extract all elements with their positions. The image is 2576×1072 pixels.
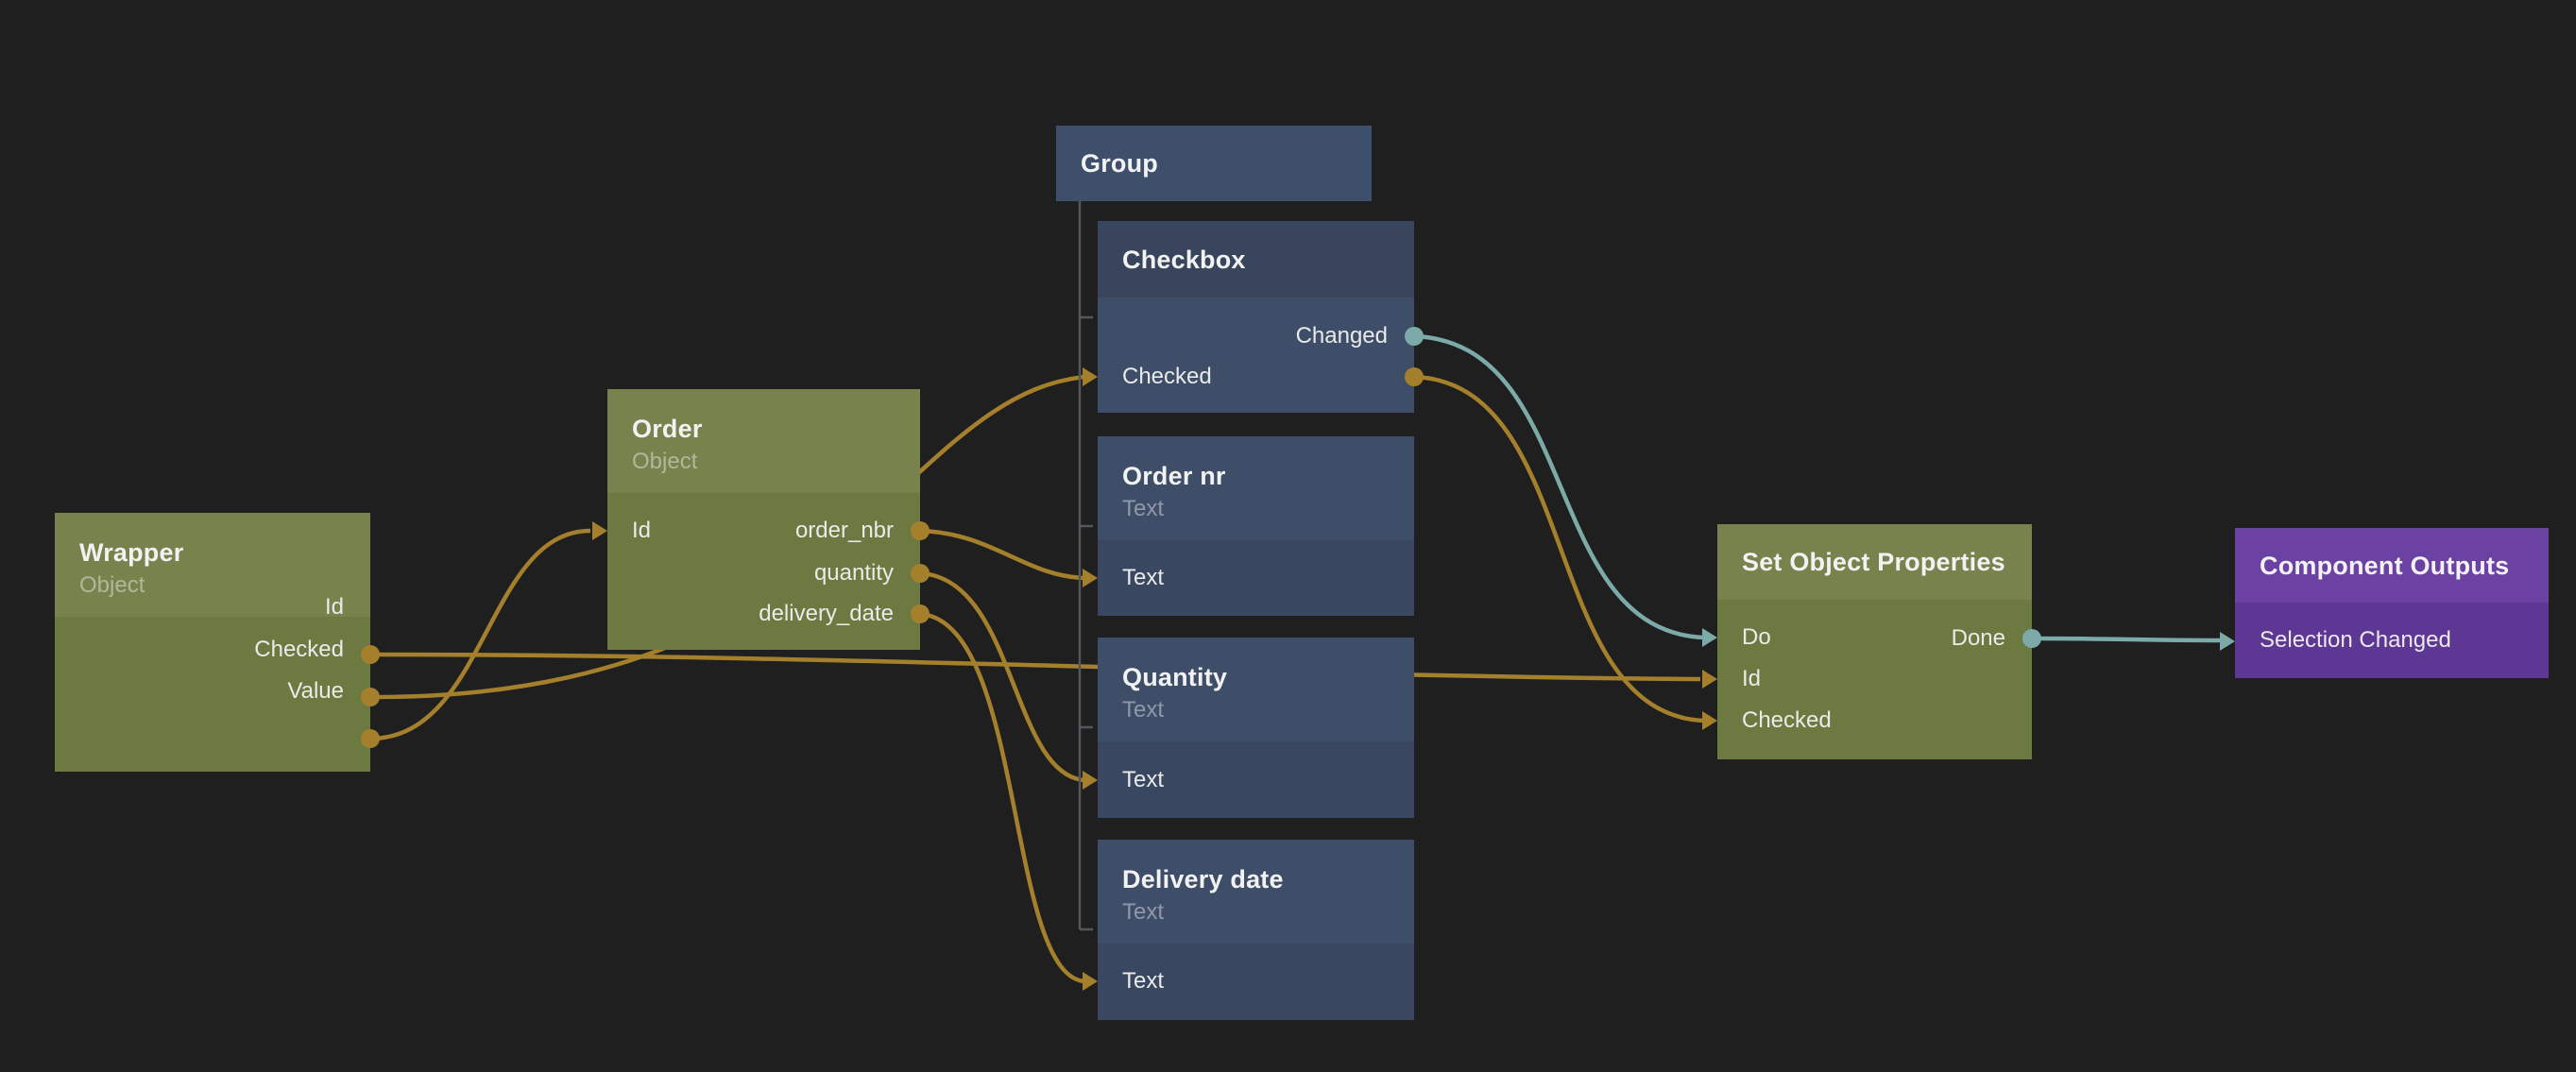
port-setobj-id[interactable]: Id [1742,666,1762,691]
node-set-object-properties-ports: Do Done Id Checked [1717,600,2032,759]
node-order-nr[interactable]: Order nr Text Text [1083,436,1414,616]
connection-wrapper-value-to-order-id[interactable] [369,528,591,741]
node-checkbox[interactable]: Checkbox Changed Checked [1083,221,1424,413]
node-delivery-date-ports: Text [1098,944,1414,1020]
port-order-nr-text[interactable]: Text [1122,565,1165,590]
output-dot-order-quantity[interactable] [911,564,930,583]
node-title: Set Object Properties [1742,548,2005,576]
node-delivery-date-header: Delivery date Text [1098,840,1414,944]
port-setobj-checked[interactable]: Checked [1742,707,1832,733]
node-wrapper-header: Wrapper Object [55,513,370,617]
node-title: Order [632,415,703,443]
node-subtitle: Text [1122,697,1165,723]
node-group[interactable]: Group [1056,126,1372,201]
port-compout-selection-changed[interactable]: Selection Changed [2260,627,2451,653]
output-dot-checkbox-checked[interactable] [1405,367,1424,386]
connection-changed-to-setobj-do[interactable] [1413,333,1705,640]
port-checkbox-changed[interactable]: Changed [1295,323,1388,349]
connection-deliverydate-to-deliverydate-text[interactable] [919,611,1085,984]
port-wrapper-value[interactable]: Value [287,678,344,704]
input-arrow-setobj-id[interactable] [1702,670,1717,689]
node-order-nr-header: Order nr Text [1098,436,1414,540]
input-arrow-quantity-text[interactable] [1083,771,1098,790]
node-title: Wrapper [79,538,184,567]
node-order[interactable]: Order Object Id order_nbr quantity deliv… [592,389,930,650]
output-dot-wrapper-id[interactable] [361,645,380,664]
input-arrow-setobj-do[interactable] [1702,628,1717,647]
node-quantity-header: Quantity Text [1098,638,1414,741]
node-quantity[interactable]: Quantity Text Text [1083,638,1414,818]
port-order-id[interactable]: Id [632,518,652,543]
port-quantity-text[interactable]: Text [1122,767,1165,792]
node-subtitle: Text [1122,899,1165,925]
connection-done-to-selection-changed[interactable] [2031,636,2223,643]
output-dot-setobj-done[interactable] [2022,629,2041,648]
port-setobj-do[interactable]: Do [1742,624,1771,650]
port-order-ordernbr[interactable]: order_nbr [794,518,894,543]
group-tree-line [1078,201,1093,931]
input-arrow-order-nr-text[interactable] [1083,569,1098,587]
port-order-quantity[interactable]: quantity [813,560,894,586]
input-arrow-checkbox-checked[interactable] [1083,367,1098,386]
port-wrapper-id[interactable]: Id [324,594,344,620]
node-title: Delivery date [1122,865,1284,893]
node-order-nr-ports: Text [1098,540,1414,616]
port-wrapper-checked[interactable]: Checked [254,637,344,662]
node-quantity-ports: Text [1098,741,1414,818]
connection-wrapper-id-to-setobj-id[interactable] [369,652,1701,682]
port-setobj-done[interactable]: Done [1951,625,2005,651]
node-order-header: Order Object [607,389,920,493]
input-arrow-setobj-checked[interactable] [1702,711,1717,730]
connection-quantity-to-quantity-text[interactable] [919,570,1085,783]
node-component-outputs-ports: Selection Changed [2235,603,2549,678]
output-dot-wrapper-value[interactable] [361,729,380,748]
node-title: Group [1081,149,1158,178]
node-component-outputs-header: Component Outputs [2235,528,2549,603]
output-dot-order-deliverydate[interactable] [911,604,930,623]
output-dot-wrapper-checked[interactable] [361,688,380,706]
node-checkbox-header: Checkbox [1098,221,1414,298]
node-group-header: Group [1056,126,1372,201]
port-order-deliverydate[interactable]: delivery_date [759,601,894,626]
node-delivery-date[interactable]: Delivery date Text Text [1083,840,1414,1020]
node-subtitle: Text [1122,496,1165,521]
input-arrow-order-id[interactable] [592,521,607,540]
node-set-object-properties-header: Set Object Properties [1717,524,2032,600]
node-title: Checkbox [1122,245,1246,274]
input-arrow-compout-selection-changed[interactable] [2220,632,2235,651]
node-checkbox-ports: Changed Checked [1098,298,1414,413]
connection-ordernbr-to-ordernr-text[interactable] [919,528,1085,581]
node-title: Quantity [1122,663,1228,691]
output-dot-checkbox-changed[interactable] [1405,327,1424,346]
node-wrapper[interactable]: Wrapper Object Id Checked Value [55,513,380,772]
node-subtitle: Object [632,449,698,474]
port-checkbox-checked[interactable]: Checked [1122,364,1212,389]
output-dot-order-ordernbr[interactable] [911,521,930,540]
connection-checkbox-checked-to-setobj-checked[interactable] [1413,374,1705,723]
node-component-outputs[interactable]: Component Outputs Selection Changed [2220,528,2549,678]
node-title: Component Outputs [2260,551,2510,580]
port-delivery-date-text[interactable]: Text [1122,968,1165,994]
node-order-ports: Id order_nbr quantity delivery_date [607,493,920,650]
node-subtitle: Object [79,572,145,598]
input-arrow-delivery-date-text[interactable] [1083,972,1098,991]
node-wrapper-ports: Id Checked Value [55,594,370,772]
node-set-object-properties[interactable]: Set Object Properties Do Done Id Checked [1702,524,2041,759]
node-title: Order nr [1122,462,1226,490]
